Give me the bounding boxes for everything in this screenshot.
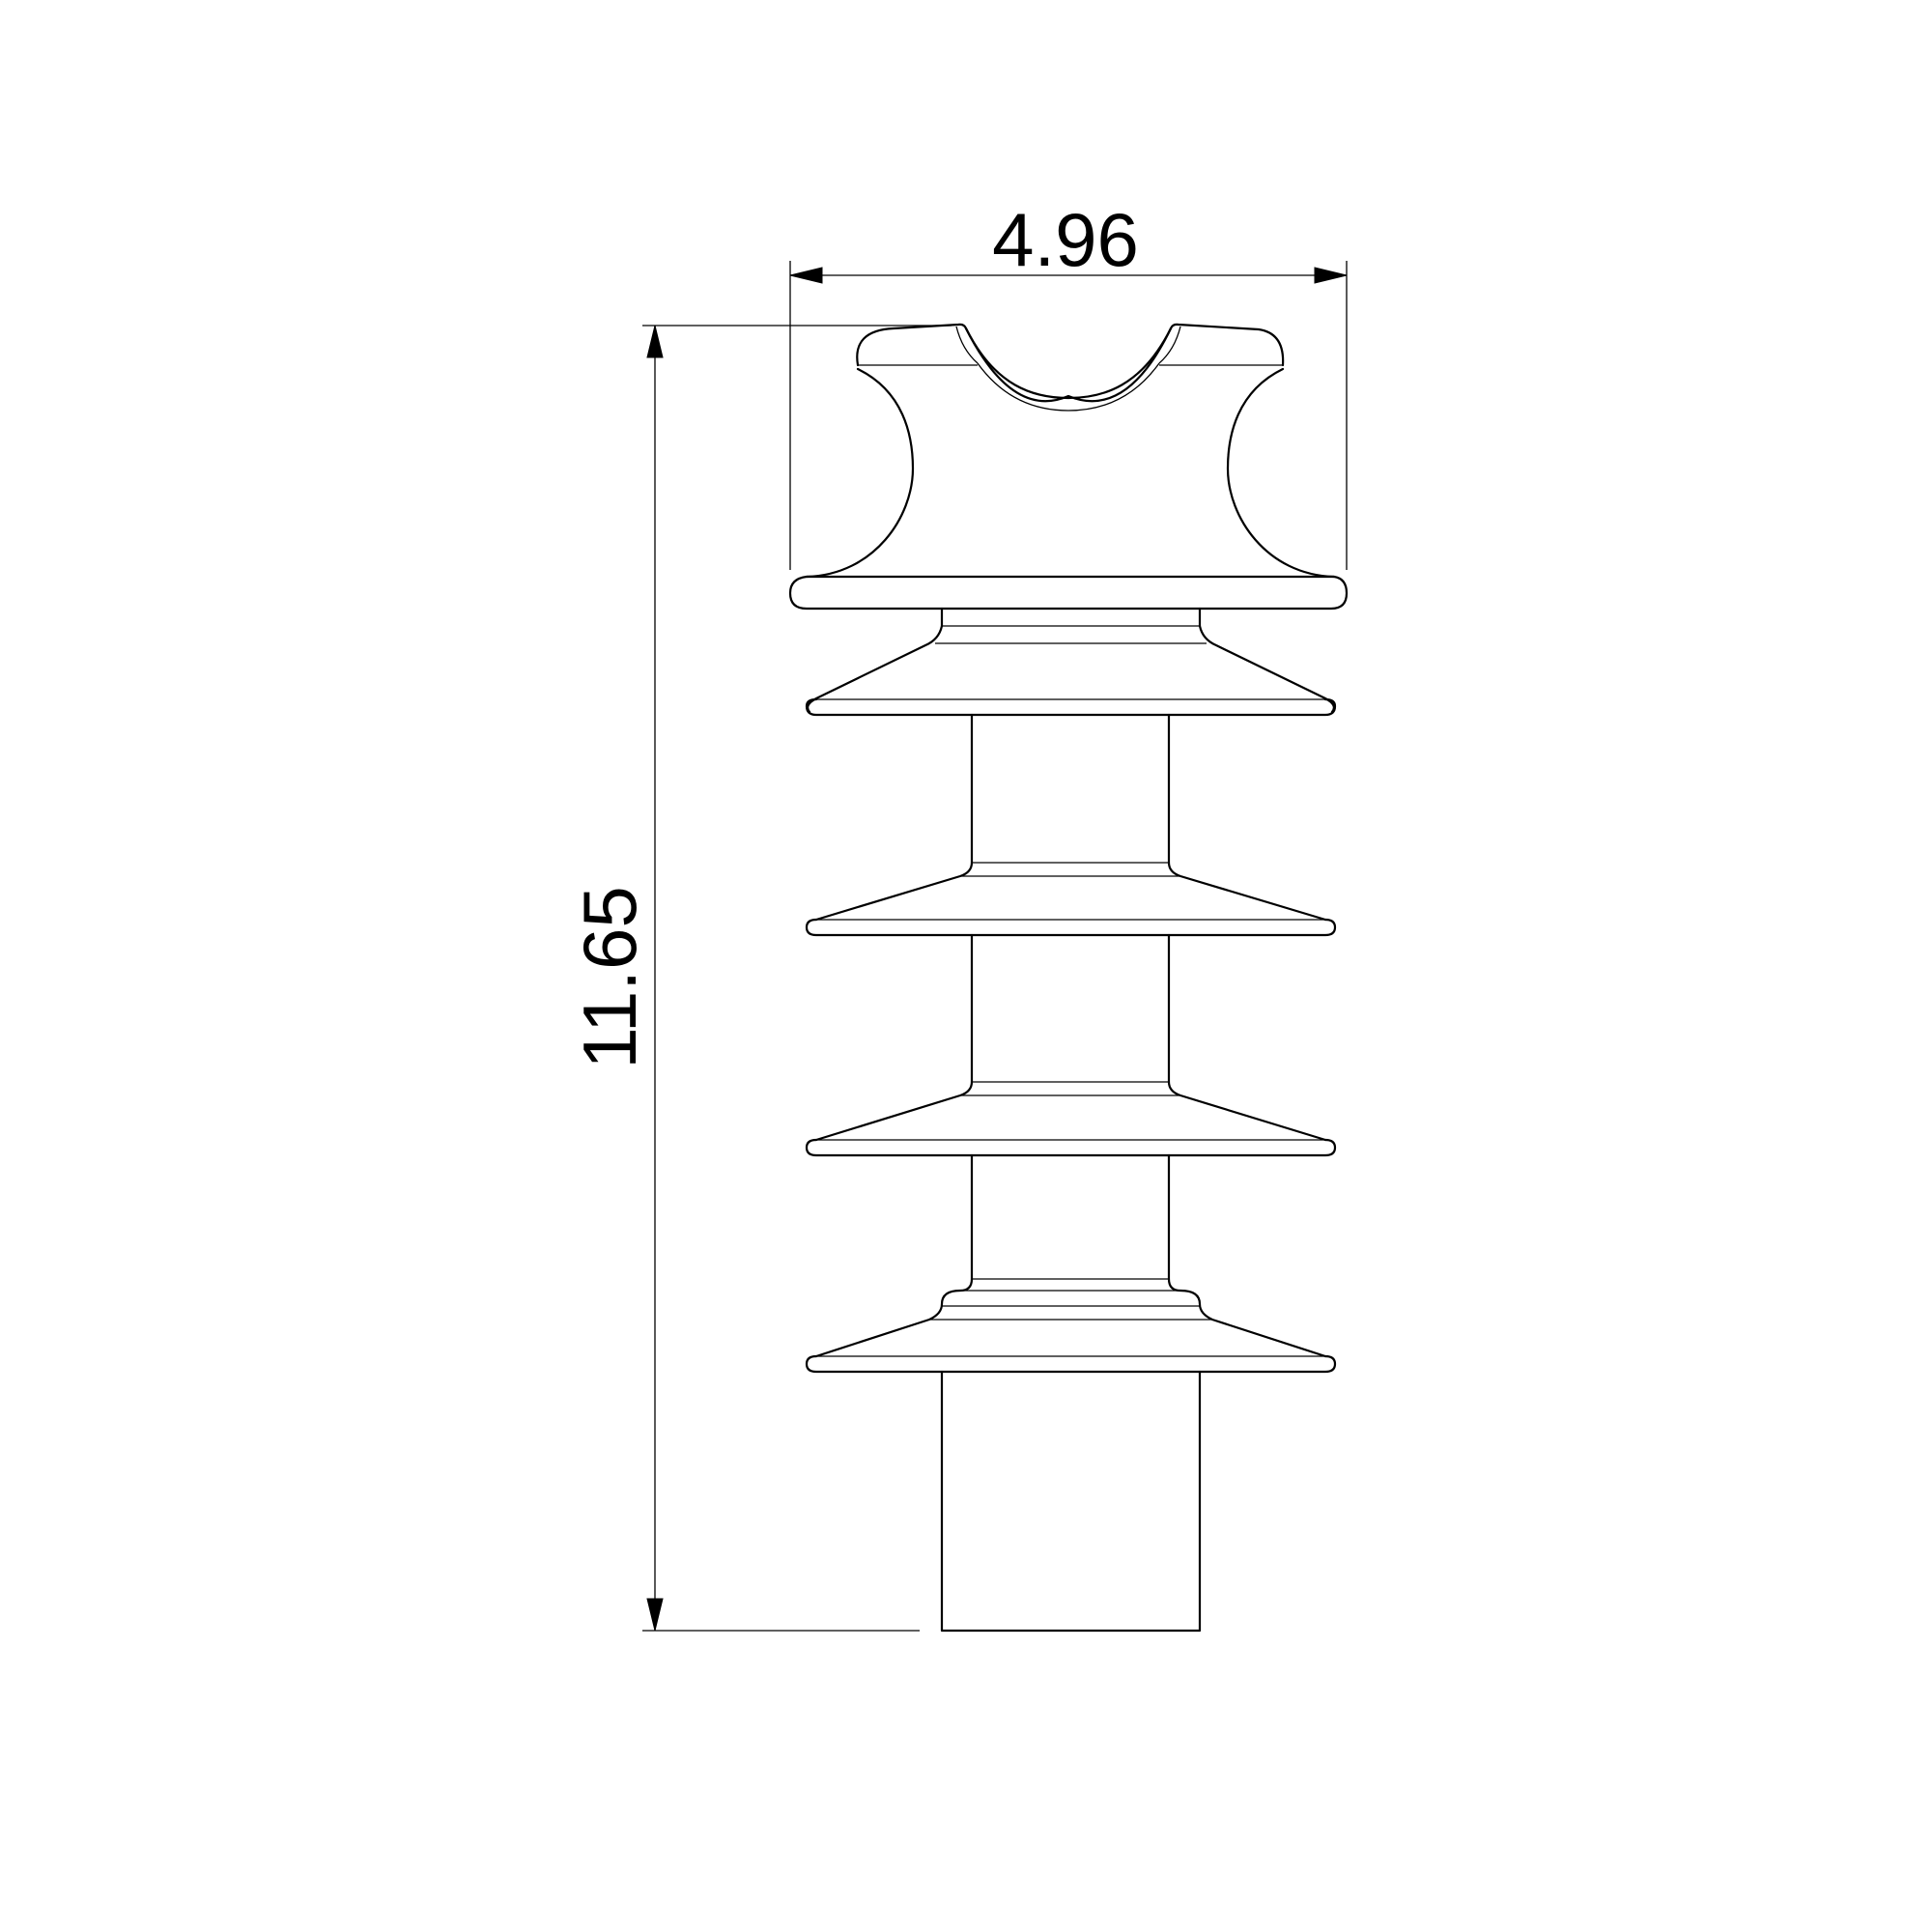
shed-3-edge <box>805 1138 1337 1157</box>
height-arrow-bottom <box>646 1598 664 1632</box>
base-stem <box>940 1370 1202 1633</box>
height-dimension-label: 11.65 <box>567 886 652 1068</box>
shaft-segment-2 <box>970 933 1171 1084</box>
conductor-groove-arc <box>964 327 1173 400</box>
insulator-body <box>788 323 1349 1633</box>
cap-base-plate <box>788 575 1349 611</box>
side-saddle-left <box>805 367 915 579</box>
width-arrow-right <box>1314 267 1348 284</box>
cap-top-rim-left <box>856 323 968 367</box>
shed-4-edge <box>805 1354 1337 1374</box>
width-arrow-left <box>789 267 823 284</box>
width-dimension-label: 4.96 <box>992 197 1139 282</box>
shed-4 <box>805 1277 1337 1374</box>
conductor-groove <box>964 327 1173 403</box>
shed-2 <box>805 861 1337 937</box>
shaft-segment-1 <box>970 713 1171 865</box>
groove-edge-left <box>955 326 979 364</box>
shed-4-collar <box>814 1277 1327 1358</box>
base-stem-outline <box>940 1370 1202 1633</box>
side-saddle-right <box>1226 367 1336 579</box>
conductor-groove-inner <box>977 362 1160 412</box>
neck <box>940 607 1202 628</box>
shed-1 <box>805 624 1337 717</box>
cap-top-rim-right <box>1169 323 1285 367</box>
groove-edge-right <box>1158 326 1181 364</box>
width-dimension: 4.96 <box>789 197 1348 570</box>
top-cap <box>788 323 1349 611</box>
shed-2-upper <box>814 861 1327 922</box>
shed-3-upper <box>814 1080 1327 1142</box>
shed-1-edge <box>805 697 1337 717</box>
shaft-segment-3 <box>970 1153 1171 1281</box>
height-dimension: 11.65 <box>567 325 952 1632</box>
shed-2-edge <box>805 918 1337 937</box>
height-arrow-top <box>646 325 664 358</box>
shed-3 <box>805 1080 1337 1157</box>
